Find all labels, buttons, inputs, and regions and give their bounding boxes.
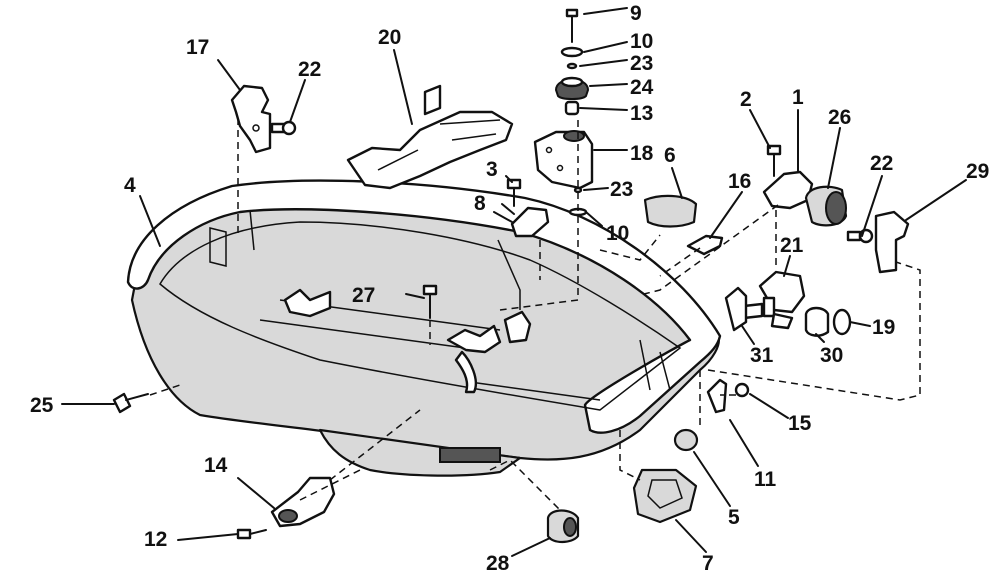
callout-21: 21 xyxy=(780,234,804,257)
part-11-clip xyxy=(706,378,728,414)
callout-2: 2 xyxy=(740,88,752,111)
callout-22-left: 22 xyxy=(298,58,321,81)
callout-15: 15 xyxy=(788,412,812,435)
part-1-latch xyxy=(762,170,814,210)
part-5-grommet xyxy=(673,428,699,452)
assembly-dashed-lines xyxy=(149,118,921,511)
callout-7: 7 xyxy=(702,552,714,575)
callout-19: 19 xyxy=(872,316,895,339)
callout-16: 16 xyxy=(728,170,751,193)
callout-10-lower: 10 xyxy=(606,222,629,245)
lower-motor-cover xyxy=(126,179,722,477)
callout-14: 14 xyxy=(204,454,228,477)
part-30-cap xyxy=(804,306,830,337)
leader-lines xyxy=(61,7,967,557)
callout-31: 31 xyxy=(750,344,774,367)
callout-12: 12 xyxy=(144,528,167,551)
callout-30: 30 xyxy=(820,344,843,367)
part-21-fuel-connector xyxy=(742,270,806,330)
callout-9: 9 xyxy=(630,2,642,25)
part-22-screw-right xyxy=(846,228,874,244)
callout-29: 29 xyxy=(966,160,989,183)
callout-4: 4 xyxy=(124,174,136,197)
floor-brackets xyxy=(283,288,532,394)
part-31-plate xyxy=(724,286,748,332)
callout-6: 6 xyxy=(664,144,676,167)
callout-23-lower: 23 xyxy=(610,178,633,201)
callout-13: 13 xyxy=(630,102,653,125)
callout-17: 17 xyxy=(186,36,209,59)
part-28-grommet xyxy=(546,509,580,544)
part-14-bracket xyxy=(270,476,336,528)
callout-23-upper: 23 xyxy=(630,52,653,75)
callout-10-upper: 10 xyxy=(630,30,653,53)
part-27-bolt xyxy=(422,284,438,319)
callout-26: 26 xyxy=(828,106,851,129)
part-26-knob xyxy=(804,185,848,227)
callout-28: 28 xyxy=(486,552,510,575)
part-18-mount-bracket xyxy=(533,130,594,190)
callout-5: 5 xyxy=(728,506,740,529)
part-2-screw xyxy=(766,144,782,177)
part-22-screw-left xyxy=(270,120,297,136)
callout-20: 20 xyxy=(378,26,401,49)
part-25-screw xyxy=(112,392,149,414)
part-12-screw xyxy=(236,528,267,540)
part-29-bracket xyxy=(874,210,910,274)
part-20-bracket xyxy=(346,84,514,190)
part-6-pad xyxy=(643,194,698,228)
part-8-clip xyxy=(510,206,550,238)
callout-25: 25 xyxy=(30,394,54,417)
callout-8: 8 xyxy=(474,192,486,215)
callout-11: 11 xyxy=(754,468,777,491)
callout-18: 18 xyxy=(630,142,654,165)
part-15-screw xyxy=(734,382,750,398)
part-3-screw xyxy=(506,178,522,207)
callout-3: 3 xyxy=(486,158,498,181)
callout-labels: 9 10 23 24 13 18 23 10 3 8 17 22 20 4 6 … xyxy=(30,2,989,575)
part-16-clip xyxy=(686,234,724,256)
callout-22-right: 22 xyxy=(870,152,893,175)
callout-1: 1 xyxy=(792,86,804,109)
part-19-ring xyxy=(832,308,852,336)
part-7-cover xyxy=(632,468,698,524)
mount-stack xyxy=(554,8,590,116)
part-17-bracket xyxy=(230,84,272,154)
callout-24: 24 xyxy=(630,76,654,99)
callout-27: 27 xyxy=(352,284,375,307)
